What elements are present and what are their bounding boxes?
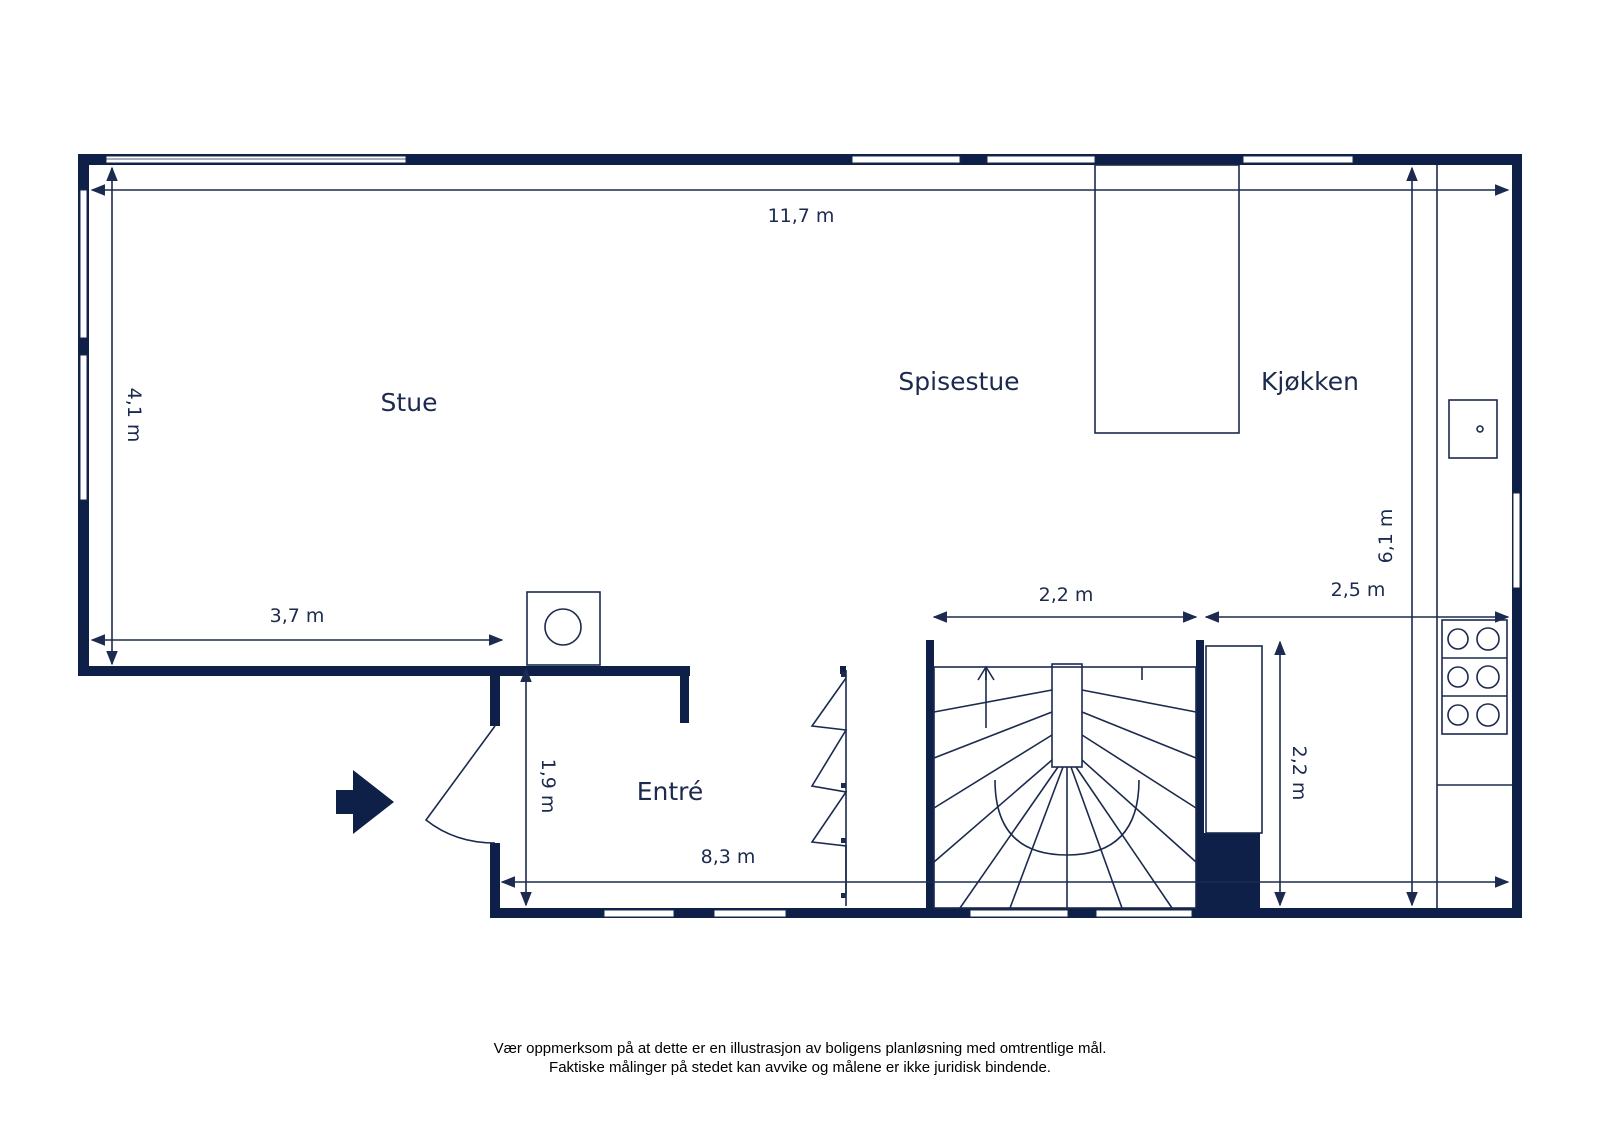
disclaimer-line-1: Vær oppmerksom på at dette er en illustr…: [493, 1040, 1107, 1057]
dim-label-total-width: 11,7 m: [768, 205, 835, 227]
dim-label-entre-width: 8,3 m: [701, 846, 756, 868]
windows: [79, 155, 1521, 918]
closet-cabinet: [1205, 645, 1263, 834]
room-label-spisestue: Spisestue: [898, 367, 1019, 396]
dim-label-entre-height: 1,9 m: [537, 759, 559, 814]
washing-machine-icon: [526, 591, 601, 666]
dim-label-kitchen-width: 2,5 m: [1331, 579, 1386, 601]
dim-label-closet-height: 2,2 m: [1288, 746, 1310, 801]
dim-label-stair-width: 2,2 m: [1039, 584, 1094, 606]
staircase: [933, 663, 1197, 909]
dimension-lines: [90, 166, 1510, 907]
sink-icon: [1448, 399, 1498, 459]
dim-label-kitchen-height: 6,1 m: [1375, 509, 1397, 564]
room-label-stue: Stue: [381, 388, 438, 417]
stove-icon: [1441, 619, 1508, 735]
entrance-arrow-icon: [336, 770, 394, 834]
entrance-door: [424, 725, 496, 844]
wardrobe: [810, 670, 848, 906]
room-label-entre: Entré: [637, 777, 704, 806]
disclaimer: Vær oppmerksom på at dette er en illustr…: [0, 1039, 1600, 1077]
outer-walls: [78, 154, 1522, 918]
kitchen-counter: [1436, 165, 1512, 908]
dim-label-stue-height: 4,1 m: [123, 388, 145, 443]
kitchen-island: [1094, 164, 1240, 434]
room-label-kjokken: Kjøkken: [1261, 367, 1359, 396]
dim-label-stue-width: 3,7 m: [270, 605, 325, 627]
disclaimer-line-2: Faktiske målinger på stedet kan avvike o…: [549, 1059, 1051, 1076]
